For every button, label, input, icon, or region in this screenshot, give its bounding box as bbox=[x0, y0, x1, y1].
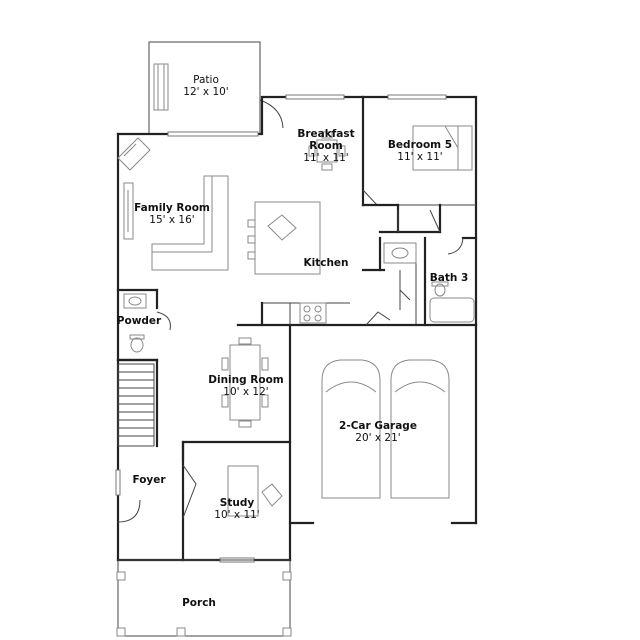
room-name: Powder bbox=[116, 315, 162, 327]
family-room-furniture bbox=[123, 175, 229, 271]
interior-walls bbox=[116, 95, 478, 523]
room-label-garage: 2-Car Garage 20' x 21' bbox=[339, 420, 417, 444]
room-label-patio: Patio 12' x 10' bbox=[183, 74, 228, 98]
stairs bbox=[117, 363, 155, 447]
garage-cars bbox=[321, 359, 450, 499]
exterior-walls bbox=[116, 95, 478, 562]
porch-area bbox=[116, 559, 292, 637]
room-dimensions: 11' x 11' bbox=[397, 151, 443, 163]
room-label-porch: Porch bbox=[182, 597, 216, 609]
room-label-breakfast: Breakfast Room 11' x 11' bbox=[297, 128, 354, 164]
breakfast-table bbox=[308, 131, 346, 171]
room-label-foyer: Foyer bbox=[132, 474, 165, 486]
kitchen-furniture bbox=[247, 201, 391, 327]
room-label-dining: Dining Room 10' x 12' bbox=[208, 374, 284, 398]
room-dimensions: 12' x 10' bbox=[183, 86, 229, 98]
room-dimensions: 20' x 21' bbox=[355, 432, 401, 444]
powder-fixtures bbox=[123, 293, 147, 353]
windows bbox=[115, 94, 447, 563]
room-name: Family Room bbox=[134, 202, 210, 214]
room-dimensions: 10' x 12' bbox=[223, 386, 269, 398]
room-dimensions: 10' x 11' bbox=[214, 509, 260, 521]
room-name: Kitchen bbox=[303, 257, 349, 269]
room-dimensions: 15' x 16' bbox=[149, 214, 195, 226]
room-label-bath-3: Bath 3 bbox=[430, 272, 469, 284]
room-label-powder: Powder bbox=[117, 315, 161, 327]
room-name: Porch bbox=[182, 597, 216, 609]
fireplace bbox=[117, 137, 151, 171]
room-name: Bedroom 5 bbox=[387, 139, 453, 151]
bath-3-fixtures bbox=[383, 242, 475, 323]
room-name: Study bbox=[219, 497, 255, 509]
room-label-kitchen: Kitchen bbox=[303, 257, 348, 269]
room-name: Breakfast Room bbox=[297, 128, 355, 152]
dining-table bbox=[221, 337, 269, 428]
room-name: Patio bbox=[193, 74, 219, 86]
bedroom-5-bed bbox=[412, 125, 473, 171]
room-name: Foyer bbox=[132, 474, 166, 486]
room-name: Bath 3 bbox=[429, 272, 469, 284]
room-name: 2-Car Garage bbox=[339, 420, 417, 432]
room-label-study: Study 10' x 11' bbox=[214, 497, 259, 521]
room-dimensions: 11' x 11' bbox=[303, 152, 349, 164]
room-label-family: Family Room 15' x 16' bbox=[134, 202, 210, 226]
room-name: Dining Room bbox=[208, 374, 284, 386]
room-label-bedroom-5: Bedroom 5 11' x 11' bbox=[388, 139, 452, 163]
study-desk bbox=[227, 465, 283, 517]
